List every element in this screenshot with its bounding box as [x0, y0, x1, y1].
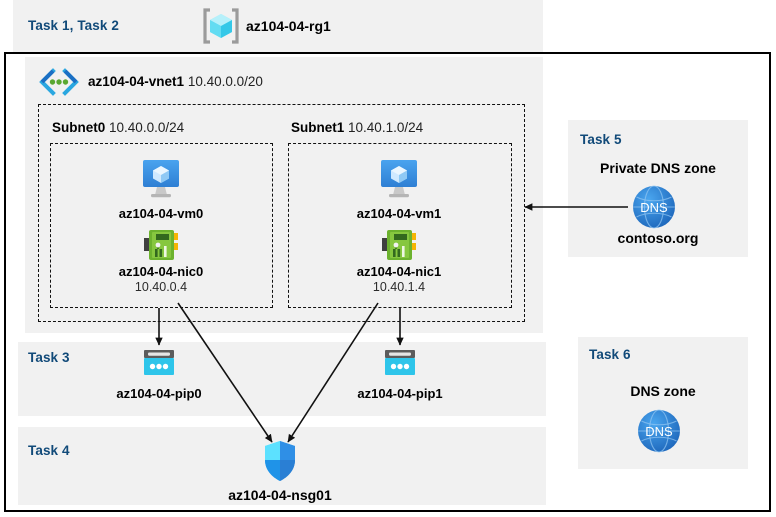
virtual-machine-icon: [137, 158, 185, 200]
nic1-name: az104-04-nic1: [356, 264, 442, 279]
svg-text:DNS: DNS: [645, 424, 673, 439]
nic1-ip: 10.40.1.4: [372, 280, 426, 294]
private-dns-zone-name: contoso.org: [617, 230, 699, 246]
public-ip-panel: [18, 342, 546, 416]
task-label-public-dns: Task 6: [589, 347, 631, 362]
subnet1-prefix: 10.40.1.0/24: [348, 120, 424, 135]
subnet1-name: Subnet1: [291, 120, 345, 135]
nsg-label: az104-04-nsg01: [228, 487, 332, 503]
subnet0-prefix: 10.40.0.0/24: [109, 120, 185, 135]
subnet0-name: Subnet0: [52, 120, 106, 135]
dns-zone-icon: DNS: [635, 407, 683, 455]
subnet0-box: [50, 143, 273, 308]
task-label-pip: Task 3: [28, 350, 70, 365]
nic0-label: az104-04-nic0 10.40.0.4: [86, 264, 236, 294]
nic0-name: az104-04-nic0: [118, 264, 204, 279]
nic1-label: az104-04-nic1 10.40.1.4: [324, 264, 474, 294]
public-ip-address-icon: [140, 348, 178, 382]
network-security-group-icon: [262, 440, 298, 482]
nic0-ip: 10.40.0.4: [134, 280, 188, 294]
private-dns-heading: Private DNS zone: [600, 160, 716, 176]
vm1-label: az104-04-vm1: [356, 206, 442, 221]
vnet-name: az104-04-vnet1: [88, 74, 185, 89]
resource-group-panel: [13, 0, 543, 52]
task-label-nsg: Task 4: [28, 443, 70, 458]
vnet-panel: [25, 57, 543, 333]
subnet1-header: Subnet1 10.40.1.0/24: [291, 120, 423, 135]
pip0-label: az104-04-pip0: [116, 386, 202, 401]
public-dns-heading: DNS zone: [630, 383, 696, 399]
vnet-address-space: 10.40.0.0/20: [187, 74, 263, 89]
dns-zone-icon: DNS: [630, 183, 678, 231]
resource-group-name: az104-04-rg1: [246, 18, 331, 34]
task-label-private-dns: Task 5: [580, 132, 622, 147]
subnets-group-box: [38, 104, 525, 322]
task-label-rg: Task 1, Task 2: [28, 18, 119, 33]
subnet0-header: Subnet0 10.40.0.0/24: [52, 120, 184, 135]
public-ip-address-icon: [381, 348, 419, 382]
pip1-label: az104-04-pip1: [357, 386, 443, 401]
virtual-network-icon: [38, 68, 80, 96]
network-interface-icon: [143, 228, 181, 262]
network-interface-icon: [381, 228, 419, 262]
vm0-label: az104-04-vm0: [118, 206, 204, 221]
vnet-header: az104-04-vnet1 10.40.0.0/20: [88, 74, 263, 89]
resource-group-icon: [200, 5, 242, 47]
svg-text:DNS: DNS: [640, 200, 668, 215]
subnet1-box: [288, 143, 512, 308]
virtual-machine-icon: [375, 158, 423, 200]
